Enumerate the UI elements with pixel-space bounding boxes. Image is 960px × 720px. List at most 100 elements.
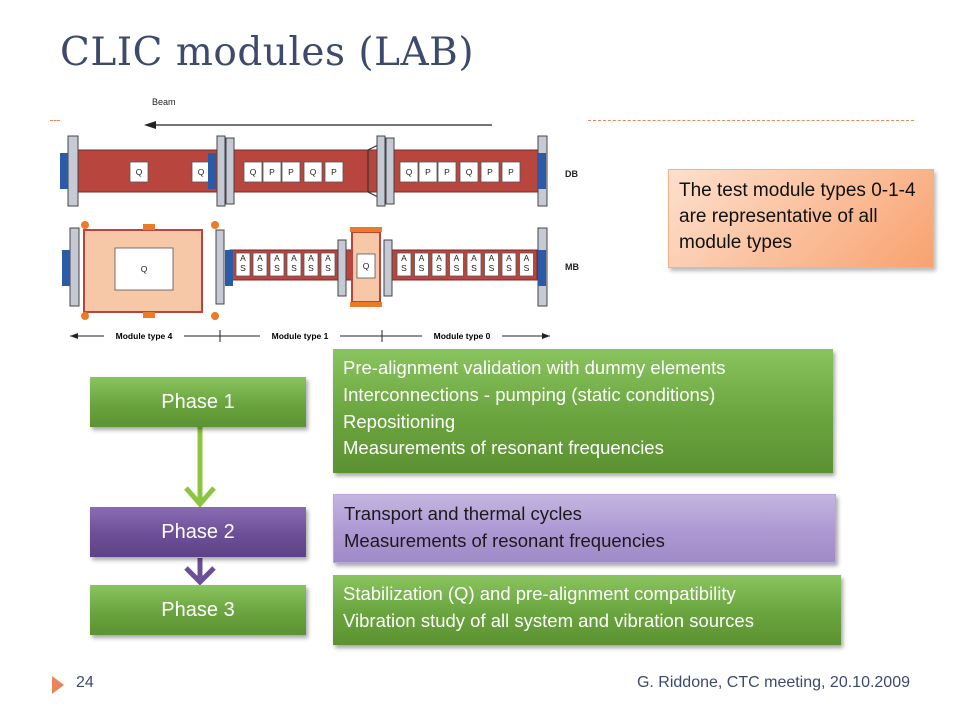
mb-flange — [337, 239, 347, 297]
db-element-slot: P — [281, 161, 301, 183]
db-element-slot-box — [281, 161, 301, 183]
mb-structure-slot-label: S — [401, 263, 407, 273]
girder-clamp — [350, 302, 382, 307]
db-element-slot-box — [399, 161, 419, 183]
mb-structure-slot: AS — [466, 252, 482, 277]
mb-structure-slot: AS — [501, 252, 517, 277]
girder-clamp — [211, 312, 219, 320]
mb-support — [538, 250, 546, 286]
arrow-phase2-to-3-head — [184, 566, 216, 586]
mb-structure-slot-label: S — [257, 263, 263, 273]
mb-structure-slot-label: S — [454, 263, 460, 273]
mb-structure-slot: AS — [414, 252, 429, 277]
beam-arrow-head — [144, 121, 156, 129]
description-line: Vibration study of all system and vibrat… — [343, 609, 754, 631]
mb-structure-slot-label: A — [489, 253, 495, 263]
description-line: Transport and thermal cycles — [344, 503, 582, 524]
db-element-slot: P — [418, 161, 438, 183]
mb-structure-slot-label: A — [291, 253, 297, 263]
mb-structure-slot-label: S — [308, 263, 314, 273]
mb-support — [225, 250, 233, 286]
db-element-slot: P — [324, 161, 344, 183]
dimension-label-bg — [422, 330, 502, 342]
db-element-slot-label: P — [508, 167, 514, 177]
db-support — [60, 153, 68, 189]
girder-clamp — [143, 312, 155, 318]
arrow-phase1-to-2-head — [184, 486, 216, 508]
dimension-label-bg — [260, 330, 340, 342]
phase-2-box: Phase 2 — [90, 507, 306, 557]
description-line: Pre-alignment validation with dummy elem… — [343, 357, 726, 378]
mb-structure-slot-box — [484, 252, 499, 277]
module-type-label: Module type 1 — [272, 331, 329, 341]
mb-structure-slot-box — [501, 252, 517, 277]
mb-structure-slot: AS — [269, 252, 285, 277]
db-element-slot-label: P — [444, 167, 450, 177]
mb-quad-slot-label: Q — [141, 264, 148, 274]
mb-structure-slot-box — [303, 252, 319, 277]
mb-structure-slot: AS — [396, 252, 412, 277]
row-label-db: DB — [565, 169, 578, 179]
module-type-label: Module type 0 — [434, 331, 491, 341]
db-element-slot: Q — [243, 161, 263, 183]
description-line: Repositioning — [343, 410, 456, 432]
description-line: Interconnections - pumping (static condi… — [343, 383, 716, 405]
db-flange — [385, 137, 395, 205]
mb-structure-slot-label: A — [401, 253, 407, 263]
db-element-slot-label: Q — [250, 167, 257, 177]
title-rule-left — [50, 120, 60, 121]
mb-quad-slot: Q — [114, 247, 174, 291]
mb-structure-slot: AS — [286, 252, 302, 277]
mb-structure-slot: AS — [431, 252, 447, 277]
db-flange — [225, 137, 235, 205]
page-number: 24 — [76, 674, 94, 691]
mb-structure-slot: AS — [303, 252, 319, 277]
db-element-slot: P — [501, 161, 521, 183]
dimension-arrowhead — [70, 333, 78, 339]
dimension-label-bg — [104, 330, 184, 342]
db-element-slot-label: Q — [136, 167, 143, 177]
mb-structure-slot-box — [449, 252, 464, 277]
mb-structure-slot-label: S — [325, 263, 331, 273]
mb-structure-slot-box — [252, 252, 268, 277]
mb-structure-slot-label: S — [524, 263, 530, 273]
phase-2-description: Transport and thermal cycles Measurement… — [333, 494, 836, 563]
mb-structure-slot-box — [286, 252, 302, 277]
db-element-slot-box — [437, 161, 457, 183]
db-element-slot-label: Q — [198, 167, 205, 177]
db-element-slot-box — [262, 161, 282, 183]
db-element-slot: P — [437, 161, 457, 183]
title-rule-right — [588, 120, 914, 121]
mb-structure-slot-box — [235, 252, 251, 277]
db-element-slot-label: Q — [310, 167, 317, 177]
mb-structure-slot-label: S — [471, 263, 477, 273]
footer-credit: G. Riddone, CTC meeting, 20.10.2009 — [636, 674, 910, 691]
row-label-mb: MB — [565, 262, 579, 272]
mb-structure-slot-box — [396, 252, 412, 277]
db-flange — [376, 135, 386, 207]
description-line: Measurements of resonant frequencies — [343, 437, 664, 459]
db-element-slot-label: Q — [406, 167, 413, 177]
mb-structure-slot-box — [414, 252, 429, 277]
db-element-slot-label: P — [331, 167, 337, 177]
phase-3-description: Stabilization (Q) and pre-alignment comp… — [333, 575, 841, 645]
description-line: Measurements of resonant frequencies — [344, 529, 665, 551]
mb-structure-slot: AS — [235, 252, 251, 277]
mb-structure-slot: AS — [449, 252, 464, 277]
mb-structure-slot: AS — [320, 252, 336, 277]
db-element-slot: P — [480, 161, 500, 183]
mb-quad-slot-box — [356, 253, 376, 279]
mb-structure-slot-box — [320, 252, 336, 277]
mb-quad-slot-label: Q — [363, 261, 370, 271]
module-type-dimensions: Module type 4 Module type 1 Module type … — [70, 330, 550, 342]
db-element-slot-box — [303, 161, 323, 183]
mb-structure-slot: AS — [484, 252, 499, 277]
mb-structure-slot-box — [269, 252, 285, 277]
db-element-slot-label: P — [288, 167, 294, 177]
mb-structure-slot-label: S — [419, 263, 425, 273]
mb-flange — [69, 227, 80, 307]
phase-1-description: Pre-alignment validation with dummy elem… — [333, 349, 833, 473]
mb-structure-slot-label: A — [506, 253, 512, 263]
